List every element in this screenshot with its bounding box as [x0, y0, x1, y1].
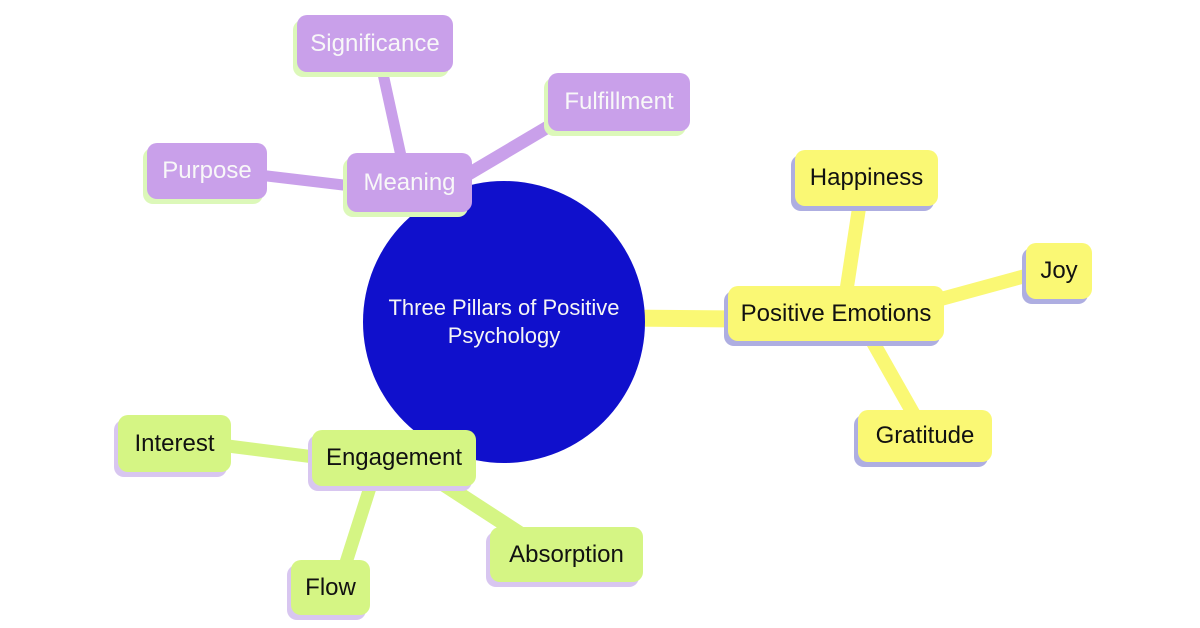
connector-meaning-purpose — [249, 168, 361, 193]
node-flow-label: Flow — [305, 573, 356, 601]
node-meaning: Meaning — [347, 153, 472, 212]
node-meaning-label: Meaning — [363, 168, 456, 196]
node-purpose: Purpose — [147, 143, 267, 199]
node-absorption-label: Absorption — [509, 540, 624, 568]
node-engagement-label: Engagement — [325, 444, 463, 471]
node-interest-label: Interest — [134, 429, 215, 457]
node-gratitude-label: Gratitude — [875, 422, 975, 449]
node-flow: Flow — [291, 560, 370, 615]
center-node-label: Three Pillars of Positive Psychology — [388, 294, 620, 348]
node-significance: Significance — [297, 15, 453, 72]
node-significance-label: Significance — [310, 29, 440, 57]
connector-positive-emotions-gratitude — [859, 326, 924, 424]
connector-engagement-flow — [336, 473, 381, 574]
node-happiness: Happiness — [795, 150, 938, 206]
node-happiness-label: Happiness — [809, 164, 924, 191]
node-joy-label: Joy — [1040, 257, 1078, 284]
node-positive-emotions: Positive Emotions — [728, 286, 944, 341]
center-node: Three Pillars of Positive Psychology — [363, 181, 645, 463]
node-interest: Interest — [118, 415, 231, 472]
node-absorption: Absorption — [490, 527, 643, 582]
node-engagement: Engagement — [312, 430, 476, 486]
node-fulfillment: Fulfillment — [548, 73, 690, 131]
node-purpose-label: Purpose — [162, 157, 252, 184]
connector-engagement-interest — [219, 438, 331, 466]
connector-meaning-significance — [374, 58, 409, 167]
node-fulfillment-label: Fulfillment — [564, 88, 674, 115]
node-joy: Joy — [1026, 243, 1092, 299]
node-positive-emotions-label: Positive Emotions — [740, 299, 932, 327]
connector-positive-emotions-happiness — [838, 193, 868, 302]
connector-positive-emotions-joy — [928, 265, 1042, 309]
node-gratitude: Gratitude — [858, 410, 992, 462]
